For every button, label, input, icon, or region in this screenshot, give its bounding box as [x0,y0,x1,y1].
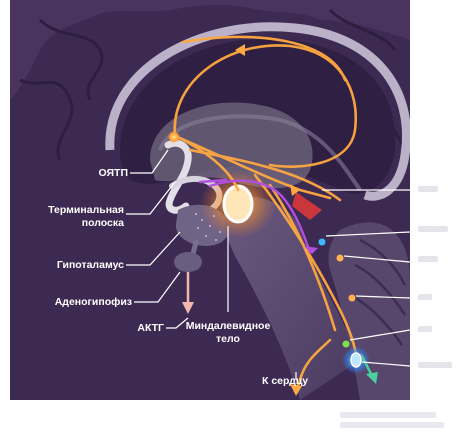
oyatp-nucleus [168,131,180,143]
faded-label-marks [412,184,472,374]
label-terminal-strip-line2: полоска [20,217,124,229]
nucleus-orange-1 [337,255,344,262]
label-acth: АКТГ [110,322,164,334]
label-oyatp: ОЯТП [60,167,128,179]
label-to-heart: К сердцу [262,375,308,387]
label-amygdala-line2: тело [172,333,284,345]
label-hypothalamus: Гипоталамус [20,259,124,271]
faded-caption-marks [340,412,444,434]
adenohypophysis [174,252,202,272]
label-amygdala-line1: Миндалевидное [172,320,284,332]
vagus-nucleus [351,353,361,367]
label-adenohypophysis: Аденогипофиз [20,296,132,308]
nucleus-orange-2 [349,295,356,302]
amygdala [224,186,252,222]
label-terminal-strip-line1: Терминальная [20,204,124,216]
nucleus-blue [319,239,326,246]
nucleus-green [343,341,350,348]
